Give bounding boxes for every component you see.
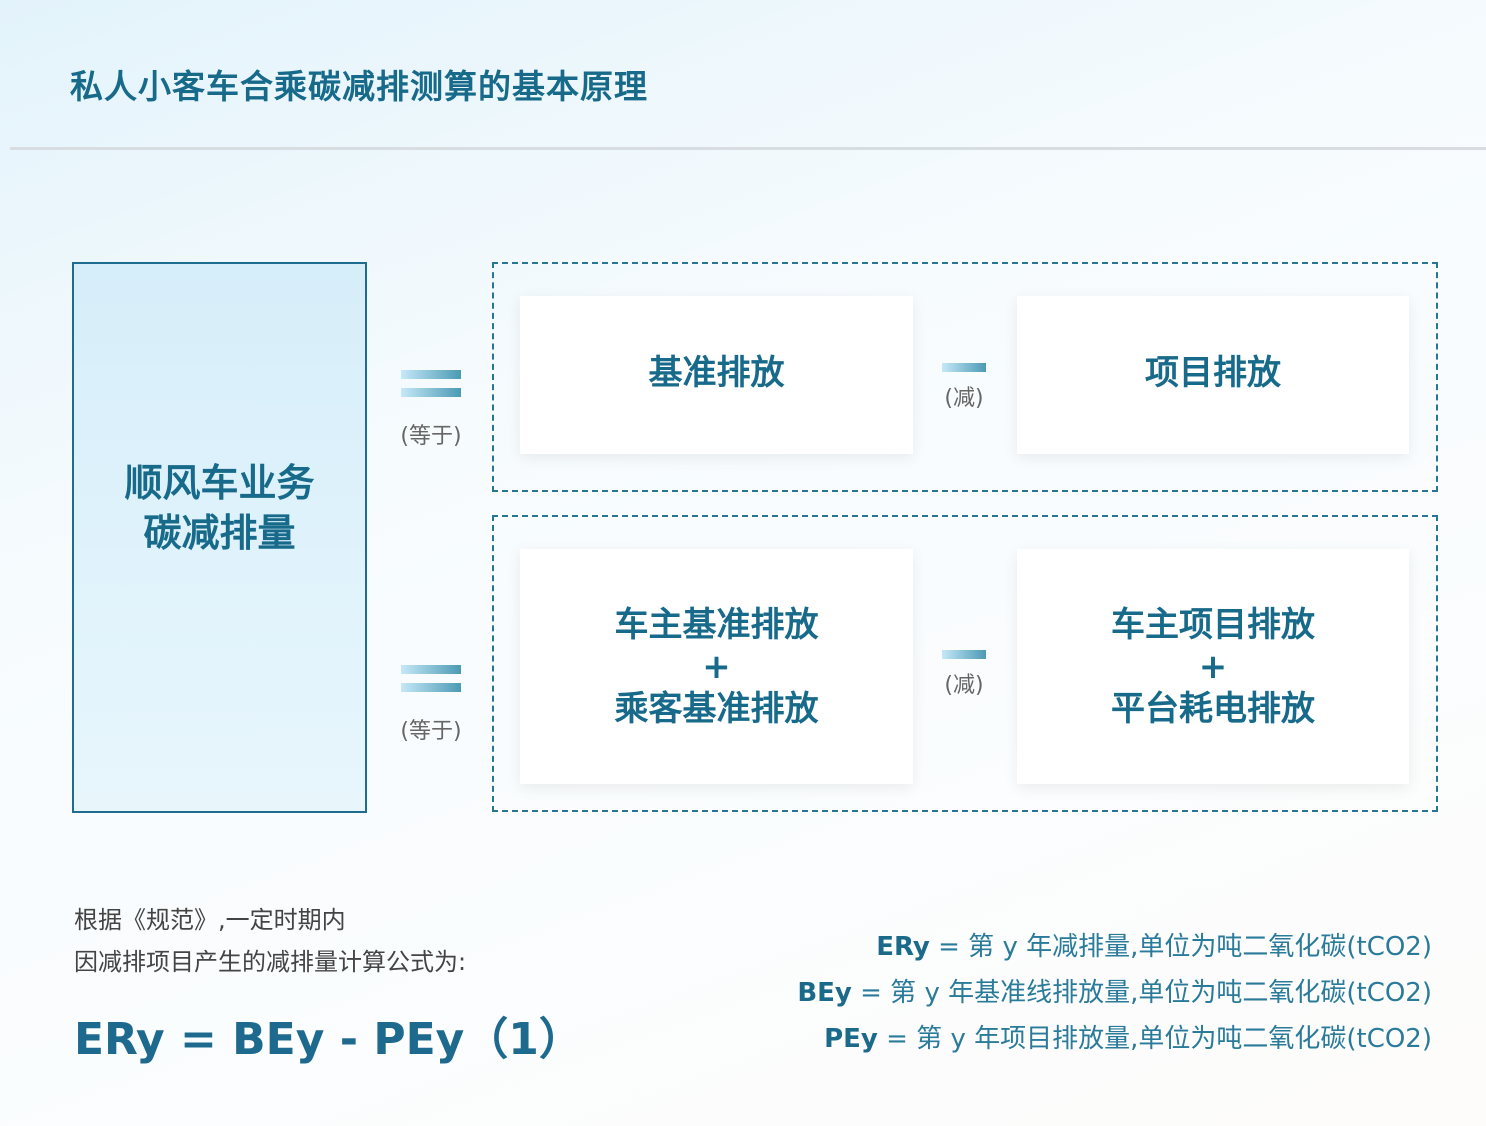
card-label: 车主项目排放 [1111, 604, 1315, 645]
note-line: 因减排项目产生的减排量计算公式为: [74, 948, 467, 976]
definition: BEy = 第 y 年基准线排放量,单位为吨二氧化碳(tCO2) [797, 972, 1432, 1009]
carpool-reduction-box: 顺风车业务 碳减排量 [72, 262, 367, 813]
definition: PEy = 第 y 年项目排放量,单位为吨二氧化碳(tCO2) [824, 1018, 1432, 1055]
owner-platform-project-card: 车主项目排放 + 平台耗电排放 [1017, 549, 1409, 784]
definition-term: ERy [876, 932, 930, 962]
minus-icon [942, 363, 986, 372]
card-label: 项目排放 [1145, 353, 1281, 393]
equals-icon [401, 370, 461, 397]
equals-label: (等于) [400, 719, 462, 744]
card-label: 乘客基准排放 [614, 688, 819, 729]
definition: ERy = 第 y 年减排量,单位为吨二氧化碳(tCO2) [876, 926, 1432, 963]
equals-label: (等于) [400, 424, 462, 449]
row1-group [492, 262, 1438, 492]
card-label: 平台耗电排放 [1111, 688, 1315, 729]
box-label: 顺风车业务 [124, 460, 315, 505]
minus-label: (减) [944, 386, 984, 411]
plus-sign: + [1198, 646, 1228, 687]
formula-note: 根据《规范》,一定时期内 因减排项目产生的减排量计算公式为: [74, 899, 466, 983]
minus-label: (减) [944, 673, 984, 698]
definition-term: BEy [797, 978, 852, 1008]
card-label: 基准排放 [648, 353, 785, 393]
plus-sign: + [702, 646, 731, 687]
divider [10, 147, 1486, 150]
note-line: 根据《规范》,一定时期内 [74, 906, 346, 934]
minus-icon [942, 650, 986, 659]
owner-passenger-baseline-card: 车主基准排放 + 乘客基准排放 [520, 549, 913, 784]
definition-text: = 第 y 年项目排放量,单位为吨二氧化碳(tCO2) [877, 1024, 1432, 1054]
box-label: 碳减排量 [143, 510, 296, 555]
equals-icon [401, 665, 461, 692]
baseline-emission-card: 基准排放 [520, 296, 913, 454]
definition-text: = 第 y 年减排量,单位为吨二氧化碳(tCO2) [929, 932, 1432, 962]
page-title: 私人小客车合乘碳减排测算的基本原理 [70, 67, 648, 106]
project-emission-card: 项目排放 [1017, 296, 1409, 454]
definition-text: = 第 y 年基准线排放量,单位为吨二氧化碳(tCO2) [851, 978, 1432, 1008]
formula: ERy = BEy - PEy（1） [74, 1014, 583, 1065]
definition-term: PEy [824, 1024, 878, 1054]
card-label: 车主基准排放 [614, 604, 819, 645]
row2-group [492, 515, 1438, 812]
